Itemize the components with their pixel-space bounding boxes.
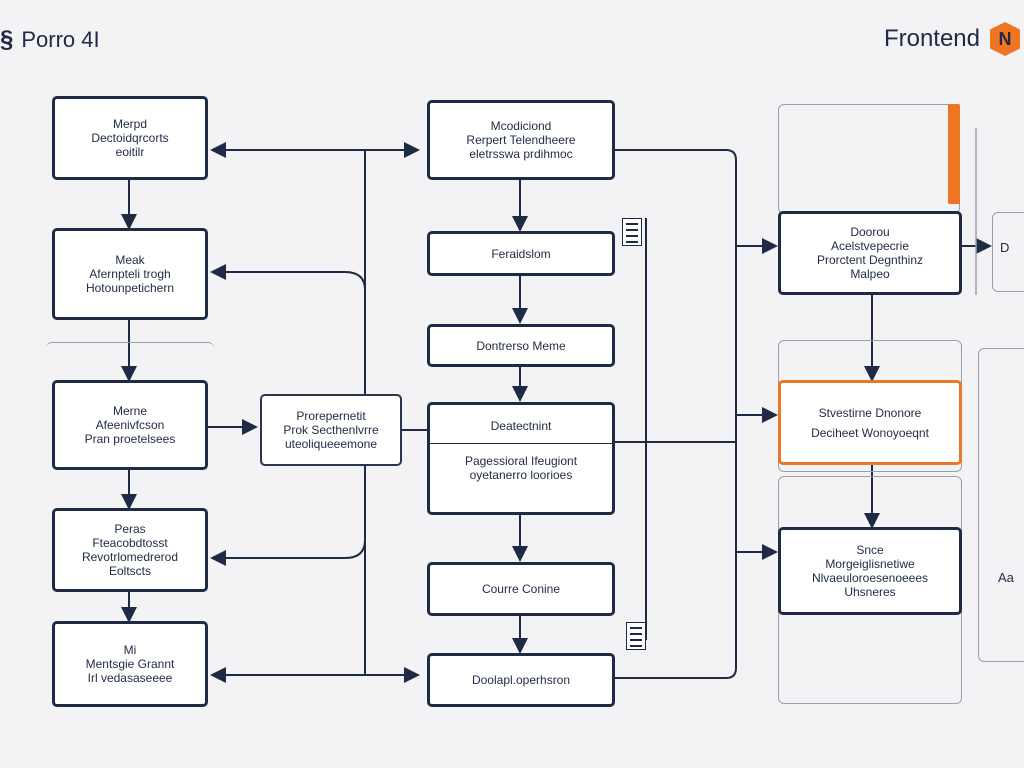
- right-node-1-line-2: Acelstvepecrie: [830, 239, 910, 253]
- right-node-2-line-2: Deciheet Wonoyoeqnt: [811, 425, 929, 440]
- left-node-1-line-3: eoitilr: [115, 145, 145, 159]
- right-node-1-line-4: Malpeo: [850, 267, 890, 281]
- middle-node-line-1: Prorepernetit: [296, 409, 366, 423]
- left-node-2-line-2: Afernpteli trogh: [89, 267, 171, 281]
- frame-right-top: [778, 104, 960, 214]
- left-node-5-line-3: Irl vedasaseeee: [87, 671, 173, 685]
- right-node-2[interactable]: Stvestirne Dnonore Deciheet Wonoyoeqnt: [778, 380, 962, 465]
- center-node-1[interactable]: Mcodiciond Rerpert Telendheere eletrsswa…: [427, 100, 615, 180]
- right-node-1-line-1: Doorou: [850, 225, 890, 239]
- center-node-1-line-1: Mcodiciond: [490, 119, 552, 133]
- right-node-3-line-2: Morgeiglisnetiwe: [825, 557, 915, 571]
- right-edge-bottom-label: Aa: [998, 570, 1014, 585]
- right-brand: Frontend N: [884, 22, 1020, 56]
- left-node-4[interactable]: Peras Fteacobdtosst Revotrlomedrerod Eol…: [52, 508, 208, 592]
- shield-logo-icon: N: [990, 22, 1020, 56]
- s-logo-icon: §: [0, 26, 14, 53]
- left-node-1-line-2: Dectoidqrcorts: [91, 131, 169, 145]
- left-node-4-line-1: Peras: [114, 522, 146, 536]
- center-node-2-line-1: Feraidslom: [491, 246, 551, 261]
- center-node-4-line-3: Pagessioral Ifeugiont: [464, 454, 578, 468]
- center-node-5-line-1: Courre Conine: [481, 582, 561, 596]
- center-node-3-line-1: Dontrerso Meme: [476, 338, 566, 353]
- right-node-3[interactable]: Snce Morgeiglisnetiwe Nlvaeuloroesenoeee…: [778, 527, 962, 615]
- left-node-5[interactable]: Mi Mentsgie Grannt Irl vedasaseeee: [52, 621, 208, 707]
- left-brand: § Porro 4I: [0, 26, 100, 54]
- center-node-1-line-2: Rerpert Telendheere: [466, 133, 576, 147]
- center-node-4-line-1: Deatectnint: [490, 419, 552, 433]
- right-node-3-line-4: Uhsneres: [844, 585, 896, 599]
- center-node-3[interactable]: Dontrerso Meme: [427, 324, 615, 367]
- right-node-1[interactable]: Doorou Acelstvepecrie Prorctent Degnthin…: [778, 211, 962, 295]
- middle-node[interactable]: Prorepernetit Prok Secthenlvrre uteoliqu…: [260, 394, 402, 466]
- left-node-2-line-3: Hotounpetichern: [85, 281, 175, 295]
- left-node-4-line-3: Revotrlomedrerod: [81, 550, 179, 564]
- frame-right-edge-top: [992, 212, 1024, 292]
- left-node-5-line-1: Mi: [123, 643, 137, 657]
- left-node-1-line-1: Merpd: [112, 117, 147, 131]
- right-node-2-line-1: Stvestirne Dnonore: [818, 405, 922, 420]
- left-node-5-line-2: Mentsgie Grannt: [85, 657, 175, 671]
- accent-bar: [948, 104, 960, 204]
- left-node-4-line-2: Fteacobdtosst: [92, 536, 168, 550]
- center-node-2[interactable]: Feraidslom: [427, 231, 615, 276]
- left-node-3-line-1: Merne: [112, 404, 147, 418]
- middle-node-line-3: uteoliqueeemone: [284, 437, 378, 451]
- right-node-3-line-3: Nlvaeuloroesenoeees: [811, 571, 929, 585]
- center-node-4[interactable]: Deatectnint Pagessioral Ifeugiont oyetan…: [427, 402, 615, 515]
- document-icon: [626, 622, 646, 650]
- left-node-1[interactable]: Merpd Dectoidqrcorts eoitilr: [52, 96, 208, 180]
- frame-right-edge-bottom: [978, 348, 1024, 662]
- left-node-2[interactable]: Meak Afernpteli trogh Hotounpetichern: [52, 228, 208, 320]
- center-node-4-divider: [427, 443, 615, 444]
- right-node-3-line-1: Snce: [856, 543, 884, 557]
- right-edge-top-label: D: [1000, 240, 1010, 255]
- center-node-6[interactable]: Doolapl.operhsron: [427, 653, 615, 707]
- center-node-4-line-4: oyetanerro loorioes: [469, 468, 573, 482]
- left-node-3-line-2: Afeenivfcson: [95, 418, 165, 432]
- center-node-1-line-3: eletrsswa prdihmoc: [469, 147, 573, 161]
- left-node-4-line-4: Eoltscts: [108, 564, 151, 578]
- center-node-6-line-1: Doolapl.operhsron: [471, 673, 571, 687]
- document-icon: [622, 218, 642, 246]
- left-node-3-line-3: Pran proetelsees: [84, 432, 176, 446]
- frame-left-lower: [46, 342, 214, 382]
- left-node-3[interactable]: Merne Afeenivfcson Pran proetelsees: [52, 380, 208, 470]
- left-brand-text: Porro 4I: [21, 27, 100, 52]
- middle-node-line-2: Prok Secthenlvrre: [283, 423, 379, 437]
- center-node-5[interactable]: Courre Conine: [427, 562, 615, 616]
- left-node-2-line-1: Meak: [115, 253, 145, 267]
- right-node-1-line-3: Prorctent Degnthinz: [816, 253, 924, 267]
- right-brand-text: Frontend: [883, 25, 980, 52]
